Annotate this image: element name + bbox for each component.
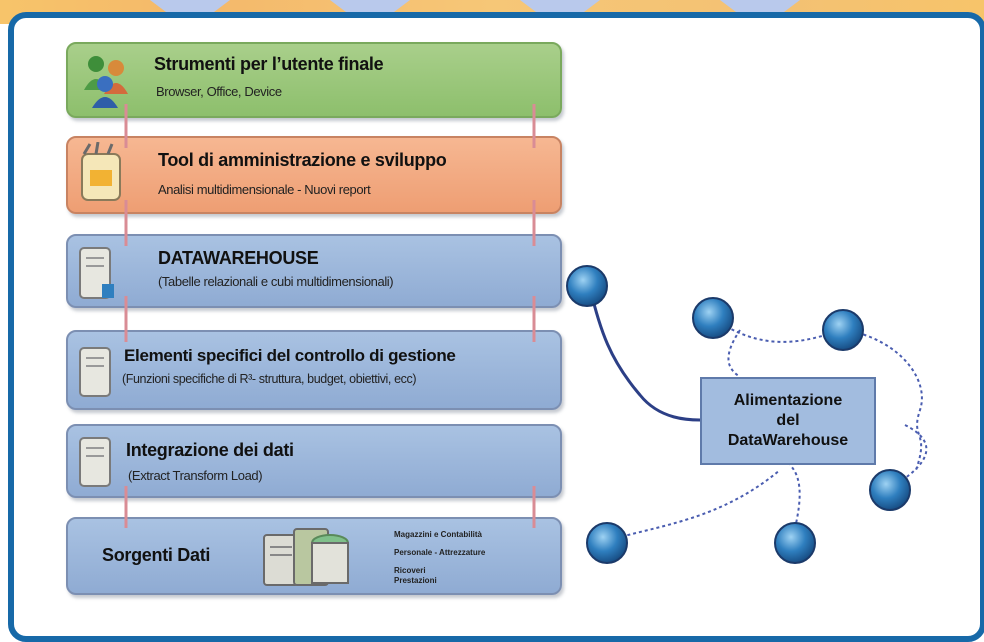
source-item: Ricoveri: [394, 566, 426, 575]
layer-admin-tools: Tool di amministrazione e sviluppo Anali…: [66, 136, 562, 214]
layer-control-elements: Elementi specifici del controllo di gest…: [66, 330, 562, 410]
datawarehouse-feed-box: Alimentazione del DataWarehouse: [700, 377, 876, 465]
server-icon: [79, 347, 111, 397]
server-icon: [79, 437, 111, 487]
users-icon: [84, 56, 128, 108]
network-node: [566, 265, 608, 307]
layer-subtitle: Analisi multidimensionale - Nuovi report: [158, 182, 371, 197]
layer-subtitle: (Tabelle relazionali e cubi multidimensi…: [158, 274, 394, 289]
source-item: Personale - Attrezzature: [394, 548, 486, 557]
source-item: Magazzini e Contabilità: [394, 530, 483, 539]
network-node: [774, 522, 816, 564]
layer-subtitle: Browser, Office, Device: [156, 84, 282, 99]
layer-subtitle: (Extract Transform Load): [128, 468, 263, 483]
server-icon: [79, 247, 114, 299]
layer-title: Strumenti per l’utente finale: [154, 54, 384, 74]
source-item: Prestazioni: [394, 576, 437, 585]
layer-title: Tool di amministrazione e sviluppo: [158, 150, 447, 170]
toolbox-icon: [81, 142, 121, 201]
layer-data-sources: Sorgenti Dati Magazzini e Contabilità Pe…: [66, 517, 562, 595]
layer-title: DATAWAREHOUSE: [158, 248, 319, 268]
network-node: [822, 309, 864, 351]
layer-title: Elementi specifici del controllo di gest…: [124, 346, 456, 365]
network-node: [692, 297, 734, 339]
layer-datawarehouse: DATAWAREHOUSE (Tabelle relazionali e cub…: [66, 234, 562, 308]
layer-data-integration: Integrazione dei dati (Extract Transform…: [66, 424, 562, 498]
servers-icon: [263, 528, 349, 586]
network-node: [869, 469, 911, 511]
layer-subtitle: (Funzioni specifiche di R³- struttura, b…: [122, 372, 417, 386]
datawarehouse-feed-label: Alimentazione del DataWarehouse: [727, 392, 849, 449]
network-node: [586, 522, 628, 564]
layer-title: Integrazione dei dati: [126, 440, 294, 460]
layer-end-user-tools: Strumenti per l’utente finale Browser, O…: [66, 42, 562, 118]
layer-title: Sorgenti Dati: [102, 545, 211, 565]
